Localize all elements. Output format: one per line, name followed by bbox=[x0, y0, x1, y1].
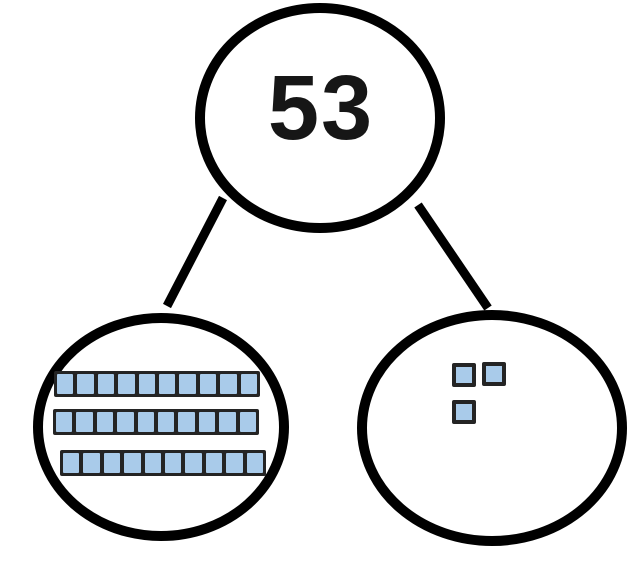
ten-rod bbox=[53, 409, 259, 435]
rod-unit-square bbox=[103, 453, 121, 473]
rod-unit-square bbox=[56, 412, 73, 432]
rod-unit-square bbox=[246, 453, 264, 473]
rod-unit-square bbox=[144, 453, 162, 473]
rod-unit-square bbox=[63, 453, 80, 473]
rod-unit-square bbox=[76, 412, 93, 432]
ten-rod bbox=[60, 450, 266, 476]
rod-unit-square bbox=[165, 453, 182, 473]
rod-unit-square bbox=[77, 374, 94, 394]
rod-unit-square bbox=[83, 453, 100, 473]
rod-unit-square bbox=[198, 412, 216, 432]
rod-unit-square bbox=[199, 374, 217, 394]
rod-unit-square bbox=[240, 374, 258, 394]
rod-unit-square bbox=[219, 412, 236, 432]
rod-unit-square bbox=[205, 453, 223, 473]
rod-unit-square bbox=[138, 374, 156, 394]
rod-unit-square bbox=[97, 374, 115, 394]
part-circle-ones bbox=[357, 310, 627, 546]
rod-unit-square bbox=[185, 453, 202, 473]
unit-cube bbox=[452, 363, 476, 387]
ten-rod bbox=[54, 371, 260, 397]
rod-unit-square bbox=[158, 412, 175, 432]
whole-number-label: 53 bbox=[267, 57, 375, 159]
rod-unit-square bbox=[159, 374, 176, 394]
rod-unit-square bbox=[57, 374, 74, 394]
unit-cube bbox=[452, 400, 476, 424]
whole-circle bbox=[195, 3, 445, 233]
rod-unit-square bbox=[179, 374, 196, 394]
connector-line-left bbox=[163, 195, 227, 309]
rod-unit-square bbox=[124, 453, 141, 473]
rod-unit-square bbox=[239, 412, 257, 432]
rod-unit-square bbox=[117, 412, 134, 432]
rod-unit-square bbox=[178, 412, 195, 432]
rod-unit-square bbox=[137, 412, 155, 432]
rod-unit-square bbox=[96, 412, 114, 432]
connector-line-right bbox=[414, 202, 492, 311]
unit-cube bbox=[482, 362, 506, 386]
rod-unit-square bbox=[118, 374, 135, 394]
rod-unit-square bbox=[226, 453, 243, 473]
rod-unit-square bbox=[220, 374, 237, 394]
